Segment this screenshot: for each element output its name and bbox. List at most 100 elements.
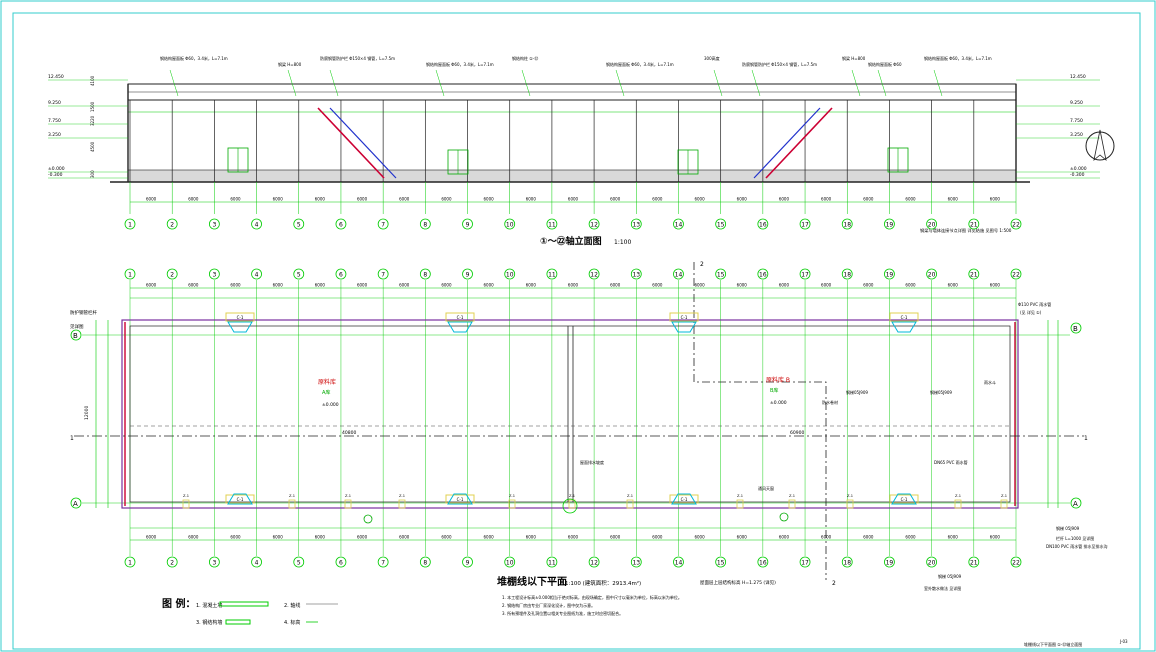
axis-span-dim: 6000 bbox=[863, 283, 874, 288]
axis-number: 14 bbox=[675, 272, 683, 279]
plan-window: C-1 bbox=[669, 312, 699, 333]
elevation-stair-right bbox=[753, 107, 833, 179]
svg-text:A: A bbox=[73, 500, 78, 508]
axis-number: 6 bbox=[339, 222, 343, 229]
axis-bubble: 16 bbox=[757, 268, 769, 280]
window-swing-icon bbox=[227, 321, 253, 333]
axis-span-dim: 6000 bbox=[526, 283, 537, 288]
axis-bubble: 20 bbox=[926, 556, 938, 568]
axis-number: 13 bbox=[632, 222, 640, 229]
plan-column: Z-1 bbox=[788, 494, 796, 509]
axis-span-dim: 6000 bbox=[568, 283, 579, 288]
elevation-leader bbox=[851, 69, 861, 97]
axis-bubble: 7 bbox=[377, 268, 389, 280]
axis-number: 20 bbox=[928, 272, 936, 279]
axis-bubble: 11 bbox=[546, 268, 558, 280]
axis-bubble: 12 bbox=[588, 218, 600, 230]
axis-span-dim: 6000 bbox=[484, 197, 495, 202]
axis-number: 1 bbox=[128, 272, 132, 279]
axis-bubble: 18 bbox=[841, 556, 853, 568]
window-swing-icon bbox=[671, 493, 697, 505]
elevation-leader bbox=[329, 69, 339, 97]
axis-bubble: 9 bbox=[462, 268, 473, 280]
legend-item-1: 1. 混凝土墙 bbox=[196, 602, 222, 609]
axis-number: 6 bbox=[339, 272, 343, 279]
axis-bubble: 20 bbox=[926, 268, 938, 280]
plan-column: Z-1 bbox=[954, 494, 962, 509]
window-tag: C-1 bbox=[457, 315, 464, 320]
axis-bubble: 1 bbox=[124, 268, 136, 280]
row-marker-B-right: B bbox=[1070, 322, 1082, 334]
axis-number: 19 bbox=[886, 222, 894, 229]
plan-right-label: DN65 PVC 雨水管 bbox=[934, 459, 968, 465]
axis-span-dim: 6000 bbox=[357, 197, 368, 202]
elevation-leader bbox=[435, 69, 445, 97]
svg-text:B: B bbox=[73, 332, 78, 340]
axis-number: 21 bbox=[970, 272, 978, 279]
axis-bubble: 13 bbox=[630, 556, 642, 568]
elevation-right-note: 钢梁与墙体连接节点详图 详见结施 见图号 1:500 bbox=[920, 227, 1012, 234]
plan-window: C-1 bbox=[445, 312, 475, 333]
axis-number: 3 bbox=[212, 222, 216, 229]
axis-span-dim: 6000 bbox=[821, 283, 832, 288]
axis-bubble: 18 bbox=[841, 268, 853, 280]
axis-number: 17 bbox=[801, 222, 809, 229]
axis-number: 17 bbox=[801, 272, 809, 279]
axis-span-dim: 6000 bbox=[273, 197, 284, 202]
axis-bubble: 3 bbox=[208, 268, 220, 280]
axis-number: 18 bbox=[843, 560, 851, 567]
column-tag: Z-1 bbox=[183, 494, 189, 498]
axis-bubble: 6 bbox=[335, 268, 347, 280]
column-tag: Z-1 bbox=[955, 494, 961, 498]
plan-right-label: (见 详见 ①) bbox=[1020, 309, 1042, 315]
axis-bubble: 5 bbox=[293, 556, 305, 568]
axis-bubble: 13 bbox=[630, 268, 642, 280]
axis-bubble: 4 bbox=[251, 218, 262, 230]
plan-section-line-2 bbox=[693, 262, 827, 580]
column-tag: Z-1 bbox=[1001, 494, 1007, 498]
plan-total-left: 40800 bbox=[342, 430, 356, 436]
axis-number: 2 bbox=[170, 222, 174, 229]
axis-number: 16 bbox=[759, 272, 767, 279]
axis-bubble: 11 bbox=[546, 218, 558, 230]
axis-number: 9 bbox=[466, 272, 470, 279]
level-mark-right: 3.250 bbox=[1070, 132, 1083, 138]
elevation-leader bbox=[287, 69, 297, 97]
section-mark-1-right: 1 bbox=[1084, 435, 1088, 442]
axis-bubble: 7 bbox=[377, 556, 389, 568]
axis-span-dim: 6000 bbox=[863, 535, 874, 540]
vertical-total-dim: 12000 bbox=[84, 406, 90, 420]
axis-span-dim: 6000 bbox=[948, 197, 959, 202]
plan-mid-label: 钢梯05J909 bbox=[930, 389, 952, 395]
elevation-level-marks: 12.4509.2507.7503.250±0.000-0.30012.4509… bbox=[48, 74, 1100, 179]
elevation-dim-left: 300 bbox=[90, 170, 95, 178]
window-swing-icon bbox=[447, 493, 473, 505]
axis-span-dim: 6000 bbox=[399, 535, 410, 540]
level-mark-left: 9.250 bbox=[48, 100, 61, 106]
axis-span-dim: 6000 bbox=[568, 535, 579, 540]
axis-span-dim: 6000 bbox=[146, 197, 157, 202]
elevation-dim-left: 3220 bbox=[90, 115, 95, 126]
axis-bubble: 8 bbox=[419, 556, 431, 568]
axis-span-dim: 6000 bbox=[315, 535, 326, 540]
column-tag: Z-1 bbox=[847, 494, 853, 498]
axis-span-dim: 6000 bbox=[188, 197, 199, 202]
plan-window: C-1 bbox=[445, 493, 475, 505]
row-marker-A-right: A bbox=[1070, 497, 1082, 509]
plan-column: Z-1 bbox=[1000, 494, 1008, 509]
axis-number: 3 bbox=[212, 272, 216, 279]
axis-bubble: 4 bbox=[251, 556, 262, 568]
axis-span-dim: 6000 bbox=[905, 283, 916, 288]
plan-right-label: Φ110 PVC 雨水管 bbox=[1018, 301, 1051, 307]
window-tag: C-1 bbox=[901, 497, 908, 502]
axis-bubble: 4 bbox=[251, 268, 262, 280]
elevation-callout: 钢结构屋面板 Φ60，3.4米，L=7.1m bbox=[426, 61, 494, 67]
axis-bubble: 11 bbox=[546, 556, 558, 568]
axis-number: 6 bbox=[339, 560, 343, 567]
level-mark-right: 9.250 bbox=[1070, 100, 1083, 106]
legend: 图 例： 1. 混凝土墙 2. 轴线 3. 钢结构墙 4. 标高 bbox=[162, 597, 338, 626]
axis-span-dim: 6000 bbox=[315, 283, 326, 288]
